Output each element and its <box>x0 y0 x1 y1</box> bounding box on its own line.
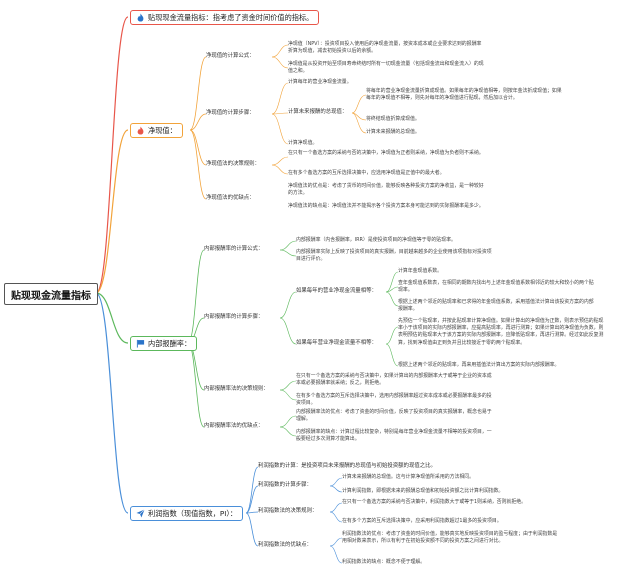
pi-pros-cons-node[interactable]: 利润指数法的优缺点： <box>258 542 312 548</box>
npv-step-1: 计算每年的营业净现金流量。 <box>288 79 352 85</box>
irr-cons-text: 内部报酬率的缺点：计算过程比较复杂，特别是每年营业净现金流量不相等的投资项目，一… <box>296 429 492 443</box>
branch-npv[interactable]: 净现值： <box>130 123 183 138</box>
irr-steps-node[interactable]: 内部报酬率的计算步骤： <box>204 314 264 320</box>
fire-icon <box>136 13 145 22</box>
npv-formula-text-2: 净现值是从投资开始至项目寿命终结时所有一切现金流量（包括现金流出和现金流入）的现… <box>288 61 484 75</box>
npv-pros-cons-node[interactable]: 净现值法的优缺点： <box>206 195 255 201</box>
npv-pros-text: 净现值法的优点是：考虑了货币的时间价值，能够反映各种投资方案的净收益，是一种较好… <box>288 183 484 197</box>
npv-rule-text-1: 在只有一个备选方案的采纳与否的决策中，净现值为正者则采纳，净现值为负者则不采纳。 <box>288 150 484 156</box>
npv-formula-node[interactable]: 净现值的计算公式： <box>206 53 255 59</box>
irr-pros-cons-node[interactable]: 内部报酬率法的优缺点： <box>204 423 264 429</box>
irr-formula-node[interactable]: 内部报酬率的计算公式： <box>204 246 264 252</box>
irr-formula-text-2: 内部报酬率实际上反映了投资项目的真实报酬，目前越来越多的企业使用该项指标对投资项… <box>296 249 492 263</box>
irr-rule-text-2: 在有多个备选方案的互斥选择决策中，选用内部报酬率超过资本成本或必要报酬率最多的投… <box>296 393 492 407</box>
npv-future-pv-text-3: 计算未来报酬的总现值。 <box>366 129 420 135</box>
irr-unequal-cf-text-2: 根据上述两个邻近的贴现率，再来用插值法计算出方案的实际内部报酬率。 <box>398 362 560 368</box>
irr-equal-cf-text-2: 查年金现值系数表，在相同的期数内找出与上述年金现值系数相邻近的较大和较小的两个贴… <box>398 280 594 294</box>
npv-cons-text: 净现值法的缺点是：净现值法并不能揭示各个投资方案本身可能达到的实际报酬率是多少。 <box>288 203 484 209</box>
pi-cons-text: 利润指数法的缺点：概念不便于理解。 <box>342 559 426 565</box>
branch-definition[interactable]: 贴现现金流量指标：指考虑了资金时间价值的指标。 <box>130 10 320 25</box>
npv-future-pv-text-1: 将每年的营业净现金流量折算成现值。如果每年的净现值相等，则按年金法折成现值；如果… <box>366 88 562 102</box>
send-icon <box>136 509 145 518</box>
pi-steps-node[interactable]: 利润指数的计算步骤： <box>258 482 312 488</box>
flag-icon <box>136 339 145 348</box>
pi-pros-text: 利润指数法的优点：考虑了资金的时间价值，能够真实地反映投资项目的盈亏程度；由于利… <box>342 531 558 545</box>
npv-formula-text-1: 净现值（NPV）：投资项目投入使用后的净现金流量，按资本成本或企业要求达到的报酬… <box>288 41 482 55</box>
branch-npv-label: 净现值： <box>148 125 177 135</box>
irr-equal-cf-text-1: 计算年金现值系数。 <box>398 268 443 274</box>
branch-pi[interactable]: 利润指数（现值指数，PI）： <box>130 506 244 521</box>
irr-pros-text: 内部报酬率法的优点：考虑了资金的时间价值，反映了投资项目的真实报酬率，概念也易于… <box>296 409 492 423</box>
irr-formula-text-1: 内部报酬率（内含报酬率，IRR）是使投资项目的净现值等于零的贴现率。 <box>296 237 456 243</box>
npv-steps-node[interactable]: 净现值的计算步骤： <box>206 110 255 116</box>
pi-step-2: 计算利润指数，即根据未来的报酬总现值和初始投资额之比计算利润指数。 <box>342 488 504 494</box>
branch-pi-label: 利润指数（现值指数，PI）： <box>148 508 238 518</box>
pi-rule-text-1: 在只有一个备选方案的采纳与否决策中，利润指数大于或等于1则采纳，否则就拒绝。 <box>342 499 527 505</box>
irr-unequal-cf-node[interactable]: 如果每年营业净现金流量不相等： <box>296 340 377 346</box>
pi-step-1: 计算未来报酬的总现值。这与计算净现值所采用的方法相同。 <box>342 474 475 480</box>
npv-rule-node[interactable]: 净现值法的决策规则： <box>206 161 260 167</box>
npv-step-3: 计算净现值。 <box>288 140 318 146</box>
pi-calc-node[interactable]: 利润指数的计算：是投资项目未来报酬的总现值与初始投资额的现值之比。 <box>258 463 436 469</box>
branch-definition-label: 贴现现金流量指标：指考虑了资金时间价值的指标。 <box>148 12 314 22</box>
irr-rule-text-1: 在只有一个备选方案的采纳与否决策中，如果计算出的内部报酬率大于或等于企业的资本成… <box>296 373 492 387</box>
npv-future-pv-text-2: 将终结现值折算成现值。 <box>366 116 420 122</box>
root-node[interactable]: 贴现现金流量指标 <box>4 283 98 305</box>
irr-equal-cf-node[interactable]: 如果每年的营业净现金流量相等： <box>296 288 377 294</box>
pi-rule-node[interactable]: 利润指数法的决策规则： <box>258 508 318 514</box>
npv-rule-text-2: 在有多个备选方案的互斥选择决策中，应选用净现值是正值中的最大者。 <box>288 170 445 176</box>
fire-icon <box>136 126 145 135</box>
pi-rule-text-2: 在有多个方案的互斥选择决策中，应采用利润指数超过1最多的投资项目。 <box>342 518 502 524</box>
npv-future-pv-node[interactable]: 计算未来报酬的总现值： <box>288 109 348 115</box>
irr-unequal-cf-text-1: 先预估一个贴现率，并按此贴现率计算净现值。如果计算出的净现值为正数，则表示预估的… <box>398 318 604 346</box>
irr-equal-cf-text-3: 根据上述两个邻近的贴现率和已求得的年金现值系数，采用插值法计算出该投资方案的内部… <box>398 299 594 313</box>
branch-irr-label: 内部报酬率： <box>148 338 192 348</box>
branch-irr[interactable]: 内部报酬率： <box>130 336 198 351</box>
irr-rule-node[interactable]: 内部报酬率法的决策规则： <box>204 386 269 392</box>
